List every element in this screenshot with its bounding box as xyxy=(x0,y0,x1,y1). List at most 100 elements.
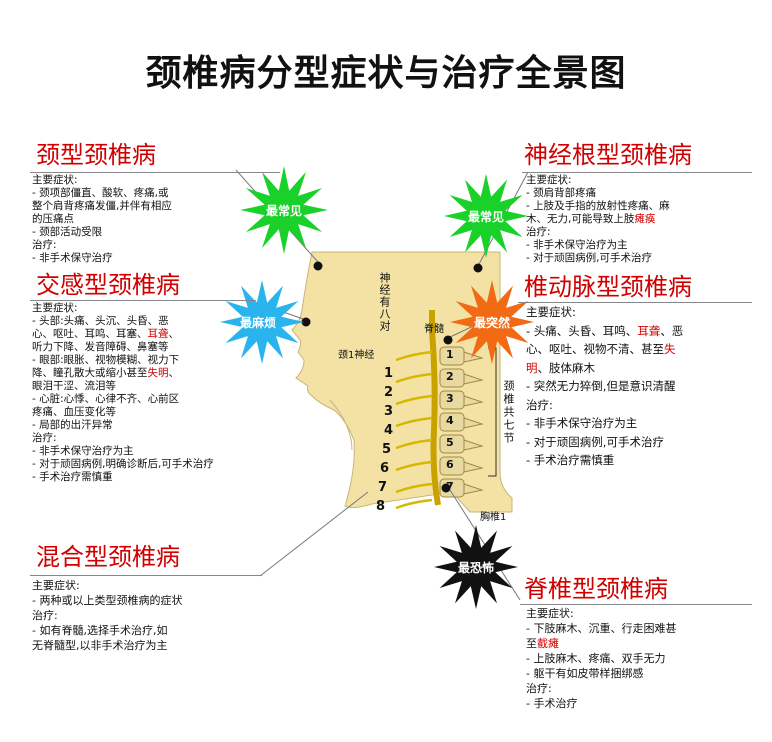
head-neck-silhouette xyxy=(291,251,513,513)
sympathetic-line-10: 治疗: xyxy=(32,432,214,445)
symptom-text: - 颈项部僵直、酸软、疼痛,或 xyxy=(32,187,169,199)
symptom-text: - 上肢麻木、疼痛、双手无力 xyxy=(526,652,666,665)
symptom-text: 至 xyxy=(526,637,537,650)
symptom-text: 、恶 xyxy=(660,323,684,338)
vertebral_artery-line-8: - 手术治疗需慎重 xyxy=(526,451,683,470)
sympathetic-type-rule xyxy=(30,300,256,301)
spinal-nerve xyxy=(395,394,433,406)
spinal-nerve xyxy=(395,460,433,472)
nerve-pairs-label: 神经有八对 xyxy=(378,272,391,332)
symptom-text: - 非手术保守治疗为主 xyxy=(526,239,628,251)
sympathetic-line-5: 降、瞳孔散大或缩小甚至失明、 xyxy=(32,367,214,380)
symptom-text: - 对于顽固病例,明确诊断后,可手术治疗 xyxy=(32,458,214,470)
spinal_cord-line-6: - 手术治疗 xyxy=(526,696,676,711)
symptom-text: 降、瞳孔散大或缩小甚至 xyxy=(32,367,148,379)
sympathetic-line-9: - 局部的出汗异常 xyxy=(32,419,214,432)
neck-line-3: 的压痛点 xyxy=(32,213,172,226)
badge-most-sudden: 最突然 xyxy=(473,316,510,330)
sympathetic-line-4: - 眼部:眼胀、视物模糊、视力下 xyxy=(32,354,214,367)
sympathetic-line-6: 眼泪干涩、流泪等 xyxy=(32,380,214,393)
starburst-green-left xyxy=(240,166,328,254)
vertebra-number: 7 xyxy=(446,480,454,493)
spinal_cord-line-0: 主要症状: xyxy=(526,606,676,621)
mixed-line-3: - 如有脊髓,选择手术治疗,如 xyxy=(32,623,182,638)
symptom-text: 、肢体麻木 xyxy=(537,360,596,375)
mixed-type-rule xyxy=(30,575,262,576)
vertebral_artery-line-3: 明、肢体麻木 xyxy=(526,359,683,378)
mixed-line-4: 无脊髓型,以非手术治疗为主 xyxy=(32,638,182,653)
symptom-text: - 头部:头痛、头沉、头昏、恶 xyxy=(32,315,169,327)
nerve_root-line-0: 主要症状: xyxy=(526,174,670,187)
symptom-text: 主要症状: xyxy=(526,607,574,620)
symptom-text: 主要症状: xyxy=(32,174,78,186)
nerve_root-line-5: - 非手术保守治疗为主 xyxy=(526,239,670,252)
vertebral_artery-line-6: - 非手术保守治疗为主 xyxy=(526,414,683,433)
spinous-process xyxy=(463,417,484,429)
vertebra-number: 3 xyxy=(446,392,454,405)
spinous-process xyxy=(463,483,484,495)
neck-line-2: 整个肩背疼痛发僵,并伴有相应 xyxy=(32,200,172,213)
highlight-text: 失明 xyxy=(147,367,169,379)
symptom-text: - 手术治疗需慎重 xyxy=(32,471,113,483)
vertebral-artery-type-text: 主要症状:- 头痛、头昏、耳鸣、耳聋、恶 心、呕吐、视物不清、甚至失 明、肢体麻… xyxy=(526,303,683,470)
sympathetic-line-13: - 手术治疗需慎重 xyxy=(32,471,214,484)
nerve_root-line-4: 治疗: xyxy=(526,226,670,239)
symptom-text: 眼泪干涩、流泪等 xyxy=(32,380,116,392)
vertebra-number: 1 xyxy=(446,348,454,361)
symptom-text: - 两种或以上类型颈椎病的症状 xyxy=(32,594,183,607)
page-title: 颈椎病分型症状与治疗全景图 xyxy=(145,53,627,94)
mixed-line-2: 治疗: xyxy=(32,608,182,623)
symptom-text: 治疗: xyxy=(526,226,551,238)
symptom-text: 主要症状: xyxy=(526,305,576,319)
symptom-text: - 躯干有如皮带样捆绑感 xyxy=(526,667,644,680)
spinal-nerve xyxy=(395,416,433,428)
vertebral_artery-line-0: 主要症状: xyxy=(526,303,683,322)
neck-line-5: 治疗: xyxy=(32,239,172,252)
nerve-number: 7 xyxy=(378,480,388,495)
symptom-text: 主要症状: xyxy=(526,174,572,186)
symptom-text: - 如有脊髓,选择手术治疗,如 xyxy=(32,624,168,637)
vertebra-number: 5 xyxy=(446,436,454,449)
highlight-text: 截瘫 xyxy=(537,637,559,650)
mixed-line-1: - 两种或以上类型颈椎病的症状 xyxy=(32,593,182,608)
mixed-type-heading: 混合型颈椎病 xyxy=(36,543,180,571)
spinous-process xyxy=(463,461,484,473)
spinal-nerve xyxy=(395,482,433,494)
symptom-text: 木、无力,可能导致上肢 xyxy=(526,213,635,225)
spinal_cord-line-2: 至截瘫 xyxy=(526,636,676,651)
symptom-text: 心、呕吐、视物不清、甚至 xyxy=(526,342,664,356)
sympathetic-line-11: - 非手术保守治疗为主 xyxy=(32,445,214,458)
neck-line-6: - 非手术保守治疗 xyxy=(32,252,172,265)
spinous-process xyxy=(463,373,484,385)
neck-type-heading: 颈型颈椎病 xyxy=(36,141,156,169)
starburst-cyan xyxy=(220,280,304,364)
nerve-number: 2 xyxy=(384,385,394,400)
thoracic-1-label: 胸椎1 xyxy=(480,512,507,523)
badge-most-common-right: 最常见 xyxy=(467,210,504,224)
symptom-text: 听力下降、发音障碍、鼻塞等 xyxy=(32,341,169,353)
symptom-text: - 突然无力猝倒,但是意识清醒 xyxy=(526,379,676,393)
symptom-text: - 非手术保守治疗 xyxy=(32,252,113,264)
spinal-nerve xyxy=(395,438,433,450)
starburst-black xyxy=(434,525,518,609)
highlight-text: 瘫痪 xyxy=(634,213,656,225)
neck-type-rule xyxy=(30,172,280,173)
c1-nerve-label: 颈1神经 xyxy=(338,350,375,361)
symptom-text: 治疗: xyxy=(526,397,553,412)
symptom-text: - 头痛、头昏、耳鸣、 xyxy=(526,323,638,338)
spinal-nerve xyxy=(395,498,433,510)
sympathetic-line-1: - 头部:头痛、头沉、头昏、恶 xyxy=(32,315,214,328)
vertebral-artery-type-heading: 椎动脉型颈椎病 xyxy=(524,273,692,301)
badge-most-common-left: 最常见 xyxy=(265,204,302,218)
symptom-text: 治疗: xyxy=(32,239,57,251)
spinal_cord-line-5: 治疗: xyxy=(526,681,676,696)
vertebrae-count-label: 颈椎共七节 xyxy=(502,380,515,445)
vertebral-artery-type-rule xyxy=(518,302,752,303)
nerve-number: 3 xyxy=(384,404,394,419)
vertebral_artery-line-2: 心、呕吐、视物不清、甚至失 xyxy=(526,340,683,359)
sympathetic-line-2: 心、呕吐、耳鸣、耳塞、耳聋、 xyxy=(32,328,214,341)
symptom-text: - 手术治疗需慎重 xyxy=(526,453,615,467)
symptom-text: - 对于顽固病例,可手术治疗 xyxy=(526,434,664,449)
symptom-text: 疼痛、血压变化等 xyxy=(32,406,116,418)
symptom-text: - 下肢麻木、沉重、行走困难甚 xyxy=(526,622,677,635)
